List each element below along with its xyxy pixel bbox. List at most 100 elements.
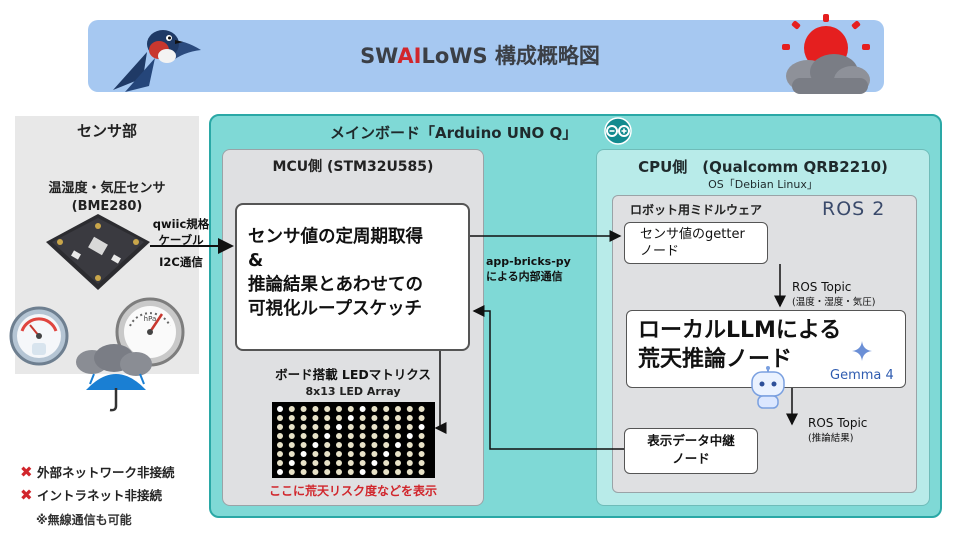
led-dot [371, 460, 378, 466]
getter-line2: ノード [640, 244, 680, 259]
led-dot [395, 406, 401, 412]
relay-line1: 表示データ中継 [647, 433, 735, 448]
led-dot [277, 442, 283, 448]
led-dot [300, 469, 307, 475]
storm-cloud-icon [782, 14, 870, 94]
led-dot [371, 424, 378, 430]
led-dot [359, 460, 366, 466]
bridge-label-line2: による内部通信 [486, 270, 563, 283]
led-dot [336, 424, 342, 430]
title-banner [88, 20, 884, 92]
led-dot [395, 442, 401, 448]
llm-node-text: ローカルLLMによる 荒天推論ノード [638, 316, 841, 374]
sensor-name-line2: (BME280) [71, 199, 143, 214]
cable-label-line3: I2C通信 [159, 255, 203, 269]
led-dot [324, 415, 331, 421]
led-dot [288, 415, 295, 421]
led-dot [383, 460, 390, 466]
led-dot [300, 415, 307, 421]
topic2-line2: (推論結果) [808, 433, 854, 444]
led-matrix-subtitle: 8x13 LED Array [305, 385, 401, 398]
led-dot [395, 460, 401, 466]
led-dot [312, 469, 319, 475]
led-dot [312, 442, 319, 448]
sketch-line1: センサ値の定周期取得 [248, 227, 423, 247]
led-dot [300, 406, 307, 412]
led-dot [336, 415, 342, 421]
rain-umbrella-icon [76, 344, 152, 412]
arrow-relay-to-sketch [472, 305, 624, 450]
led-dot [406, 460, 413, 466]
led-dot [383, 424, 390, 430]
sketch-line3: 推論結果とあわせての [248, 275, 423, 295]
led-dot [359, 406, 366, 412]
svg-text:hPa: hPa [144, 315, 157, 323]
led-dot [312, 451, 319, 457]
led-dot [371, 469, 378, 475]
led-dot [277, 406, 283, 412]
led-dot [288, 469, 295, 475]
led-dot [300, 451, 307, 457]
led-dot [347, 406, 354, 412]
led-dot [347, 415, 354, 421]
led-dot [277, 460, 283, 466]
led-dot [418, 433, 425, 439]
title-highlight: AI [397, 44, 422, 68]
led-dot [347, 424, 354, 430]
led-dot [312, 433, 319, 439]
led-dot [371, 442, 378, 448]
led-dot [288, 460, 295, 466]
led-dot [418, 424, 425, 430]
led-dot [383, 415, 390, 421]
sketch-line2: & [248, 251, 264, 271]
getter-node-text: センサ値のgetter ノード [640, 226, 745, 260]
arrow-sketch-to-led [434, 351, 447, 434]
led-dot [288, 406, 295, 412]
led-dot [336, 451, 342, 457]
note-item-1-text: 外部ネットワーク非接続 [36, 465, 175, 480]
led-dot [300, 433, 307, 439]
led-dot [324, 469, 331, 475]
led-dot [347, 469, 354, 475]
cross-icon: ✖ [20, 486, 33, 504]
getter-line1: センサ値のgetter [640, 227, 745, 242]
led-dot [395, 424, 401, 430]
cpu-os: OS「Debian Linux」 [708, 178, 818, 191]
led-dot [359, 451, 366, 457]
relay-node-box [624, 428, 758, 474]
note-item-2: ✖ イントラネット非接続 [20, 485, 162, 504]
led-dot [371, 451, 378, 457]
led-dot [336, 433, 342, 439]
ros2-logo: ROS 2 [822, 198, 886, 220]
led-dot [383, 451, 390, 457]
led-dot [277, 424, 283, 430]
sketch-box [235, 203, 470, 351]
led-dot [347, 433, 354, 439]
cable-label-line1: qwiic規格 [152, 217, 210, 231]
bme280-board-icon [46, 214, 150, 290]
title-suffix: LoWS 構成概略図 [421, 44, 600, 68]
led-dot [418, 460, 425, 466]
led-dot [406, 406, 413, 412]
page-title: SWAILoWS 構成概略図 [0, 20, 960, 92]
led-dot [406, 433, 413, 439]
cable-label-line2: ケーブル [158, 233, 204, 247]
topic1-line1: ROS Topic [792, 280, 852, 294]
led-dot [300, 460, 307, 466]
sketch-text: センサ値の定周期取得 & 推論結果とあわせての 可視化ループスケッチ [248, 225, 423, 321]
topic2-line1: ROS Topic [808, 416, 868, 430]
led-dot [347, 451, 354, 457]
led-dot [288, 451, 295, 457]
led-dot [406, 442, 413, 448]
relay-node-text: 表示データ中継 ノード [626, 432, 756, 468]
led-dot [395, 415, 401, 421]
led-dot [418, 451, 425, 457]
note-sub: ※無線通信も可能 [36, 513, 132, 527]
led-matrix-title: ボード搭載 LEDマトリクス [275, 367, 431, 382]
led-dot [300, 424, 307, 430]
led-dot [324, 442, 331, 448]
led-dot [288, 433, 295, 439]
led-dot [359, 469, 366, 475]
cross-icon: ✖ [20, 463, 33, 481]
led-dot [277, 469, 283, 475]
